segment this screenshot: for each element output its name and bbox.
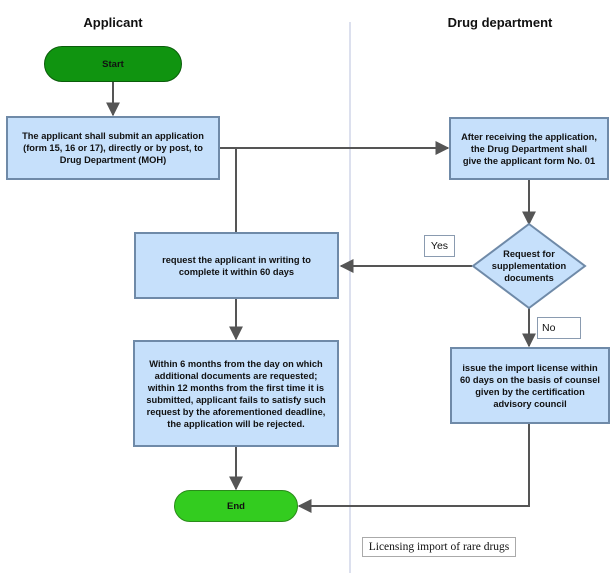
end-label: End (227, 500, 245, 512)
diagram-caption: Licensing import of rare drugs (362, 537, 516, 557)
issue-license-step: issue the import license within 60 days … (450, 347, 610, 424)
decision-diamond (471, 222, 587, 310)
lane-title-drug-department: Drug department (447, 15, 553, 30)
receive-application-text: After receiving the application, the Dru… (461, 131, 597, 166)
start-terminal: Start (44, 46, 182, 82)
submit-application-step: The applicant shall submit an applicatio… (6, 116, 220, 180)
lane-title-applicant: Applicant (83, 15, 143, 30)
no-label: No (537, 317, 581, 339)
end-terminal: End (174, 490, 298, 522)
issue-license-text: issue the import license within 60 days … (459, 362, 600, 409)
submit-application-text: The applicant shall submit an applicatio… (22, 131, 204, 165)
edge-issue-end (297, 424, 530, 513)
rejection-step: Within 6 months from the day on which ad… (133, 340, 339, 447)
request-supplement-step: request the applicant in writing to comp… (134, 232, 339, 299)
request-supplement-text: request the applicant in writing to comp… (162, 254, 311, 277)
start-label: Start (102, 58, 124, 70)
decision-text: Request for supplementation documents (491, 249, 567, 283)
yes-label: Yes (424, 235, 455, 257)
receive-application-step: After receiving the application, the Dru… (449, 117, 609, 180)
rejection-text: Within 6 months from the day on which ad… (146, 358, 326, 429)
